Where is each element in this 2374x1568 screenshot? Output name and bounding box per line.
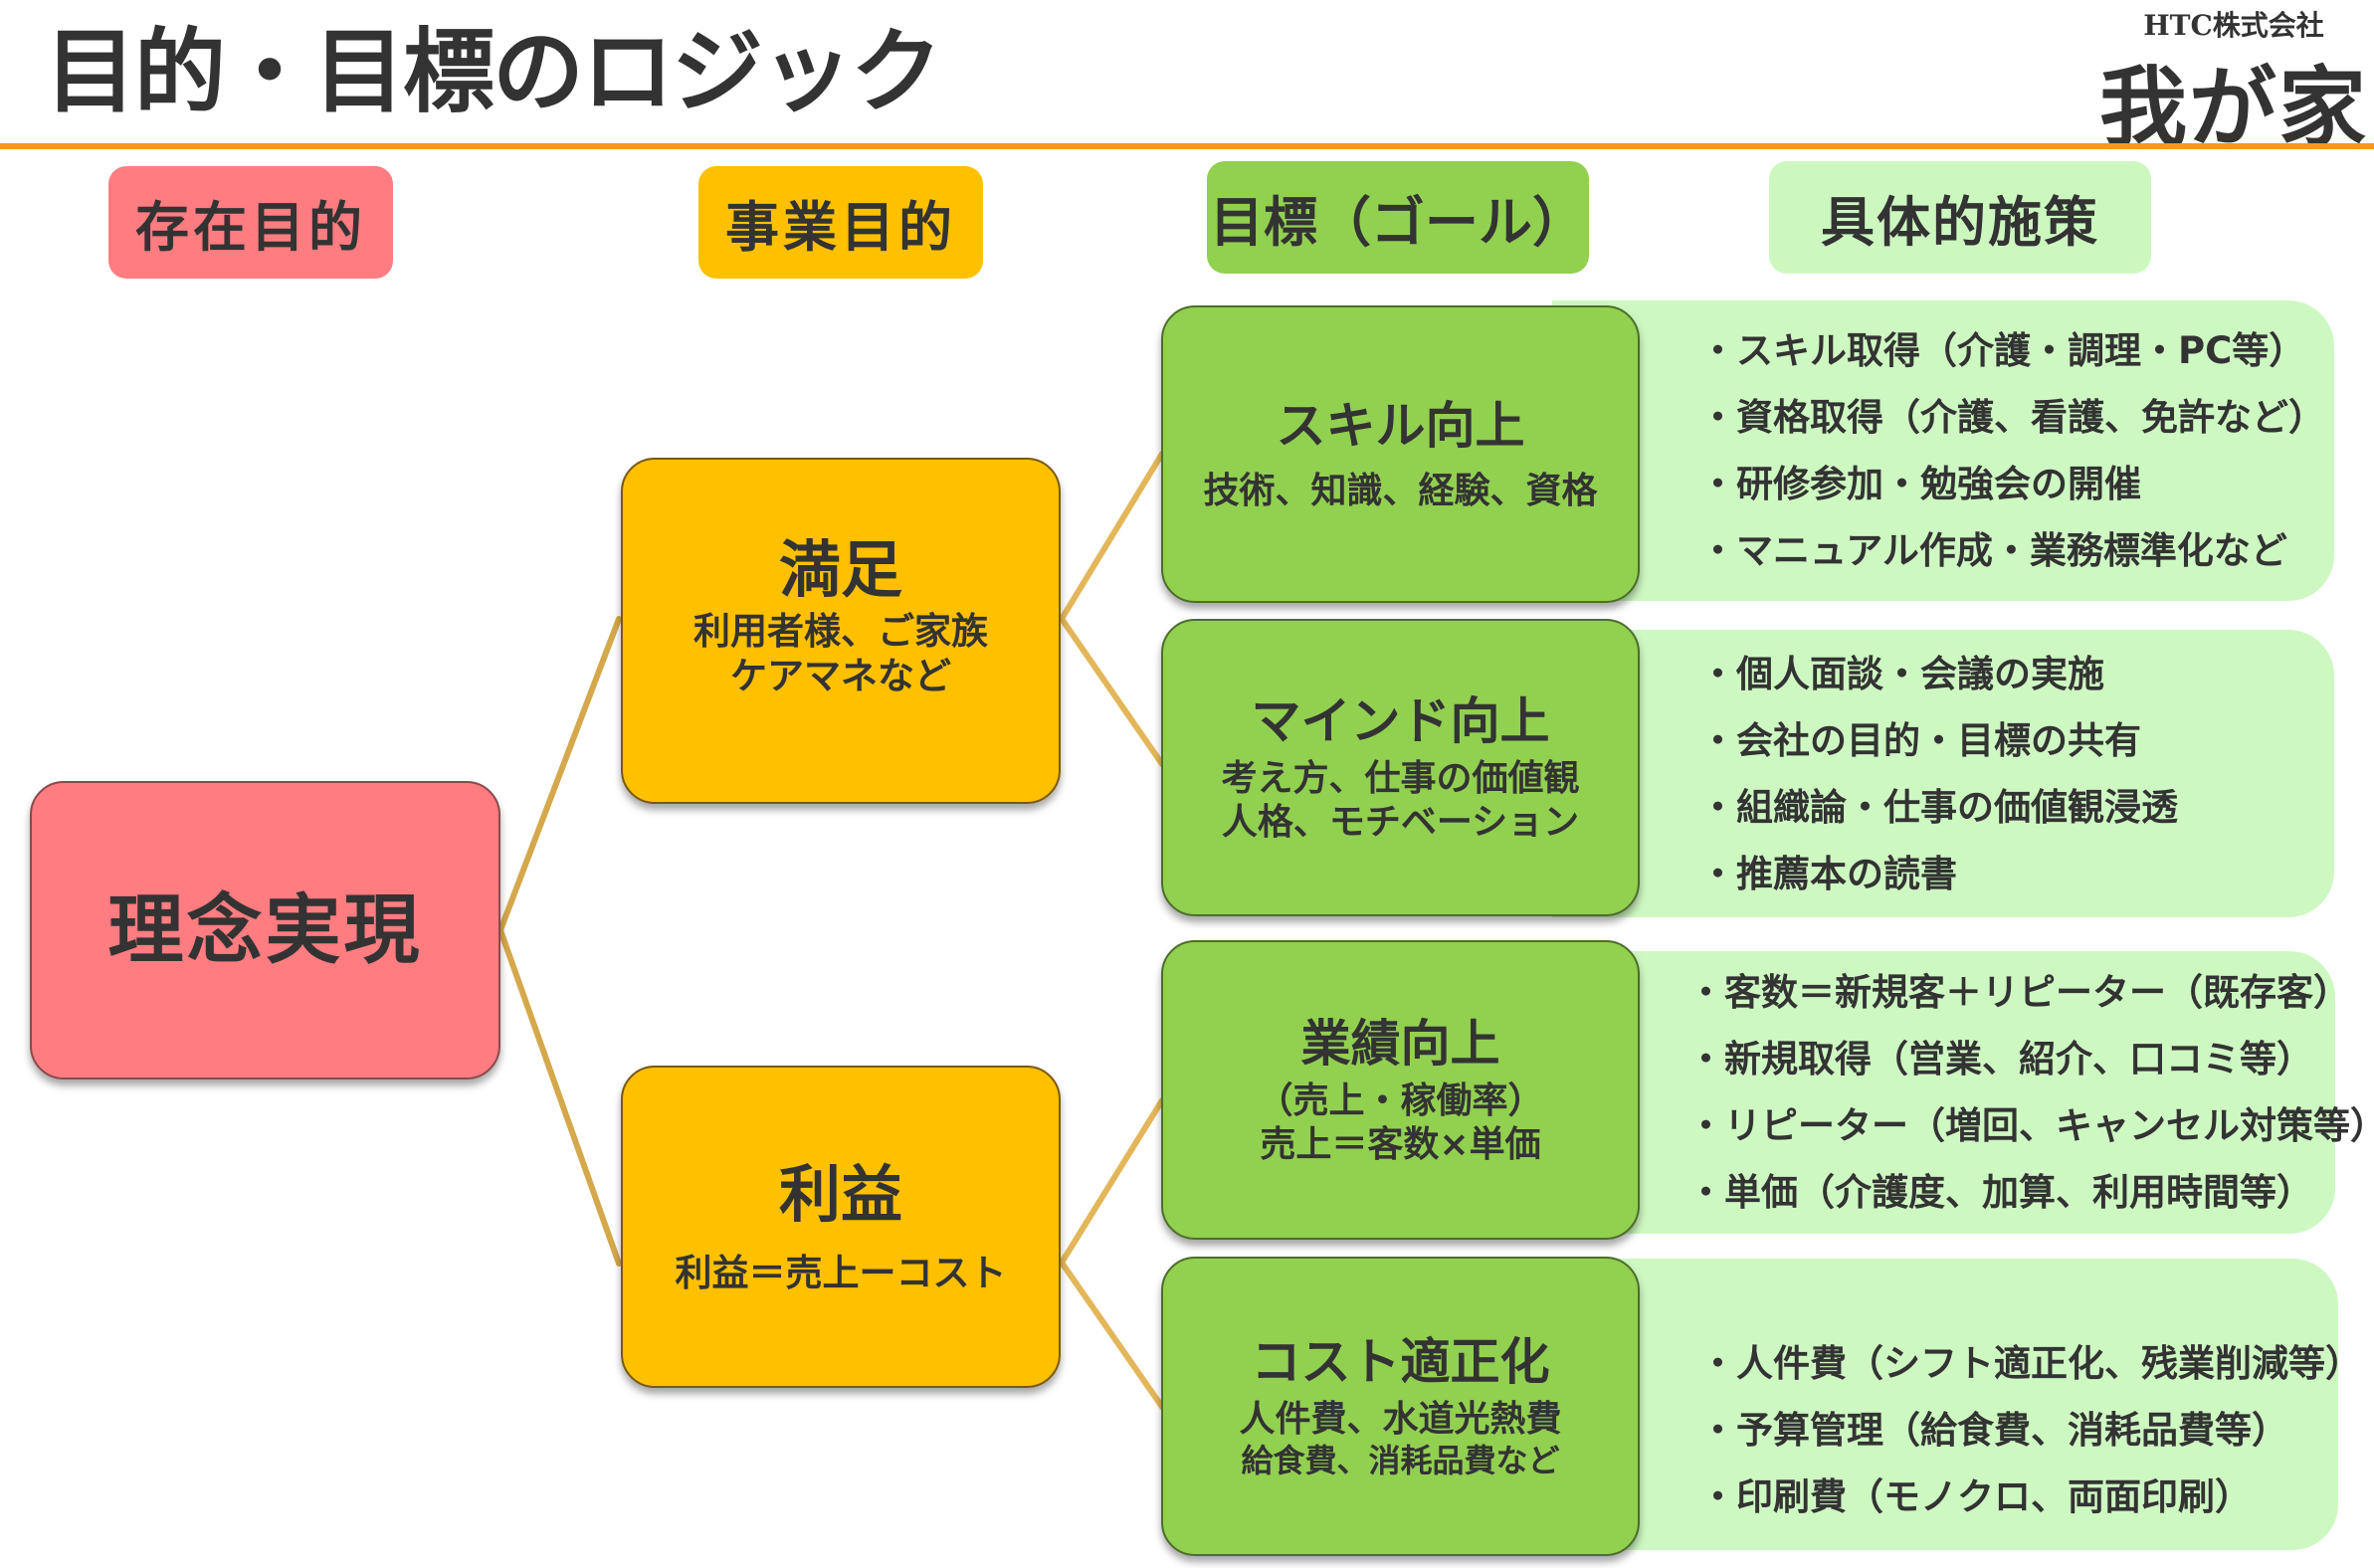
purpose-node-satisfaction: 満足 利用者様、ご家族 ケアマネなど <box>621 458 1061 804</box>
measures-list: ・スキル取得（介護・調理・PC等） ・資格取得（介護、看護、免許など） ・研修参… <box>1699 300 2325 601</box>
node-subtitle: 利益＝売上ーコスト <box>675 1251 1007 1294</box>
measures-list: ・個人面談・会議の実施 ・会社の目的・目標の共有 ・組織論・仕事の価値観浸透 ・… <box>1699 630 2178 917</box>
measure-item: ・研修参加・勉強会の開催 <box>1699 463 2141 505</box>
root-node-philosophy: 理念実現 <box>30 781 500 1079</box>
node-subtitle: 人件費、水道光熱費 <box>1239 1399 1562 1441</box>
measure-item: ・予算管理（給食費、消耗品費等） <box>1699 1409 2288 1452</box>
node-title: 満足 <box>778 532 902 606</box>
node-subtitle: 考え方、仕事の価値観 <box>1221 757 1580 799</box>
connector-root-to-purposes <box>497 616 622 1267</box>
measure-item: ・単価（介護度、加算、利用時間等） <box>1687 1171 2313 1214</box>
node-title: 理念実現 <box>107 885 423 975</box>
measures-panel-mind: ・個人面談・会議の実施 ・会社の目的・目標の共有 ・組織論・仕事の価値観浸透 ・… <box>1552 630 2334 917</box>
header-divider <box>0 143 2374 149</box>
measures-panel-performance: ・客数＝新規客＋リピーター（既存客） ・新規取得（営業、紹介、口コミ等） ・リピ… <box>1552 951 2374 1234</box>
measures-panel-cost: ・人件費（シフト適正化、残業削減等） ・予算管理（給食費、消耗品費等） ・印刷費… <box>1552 1259 2362 1550</box>
column-header-business-purpose: 事業目的 <box>698 166 983 279</box>
column-header-goal: 目標（ゴール） <box>1207 161 1589 274</box>
connector-profit-to-goals <box>1059 1097 1165 1410</box>
connector-satisfaction-to-goals <box>1059 451 1165 767</box>
measure-item: ・スキル取得（介護・調理・PC等） <box>1699 329 2306 372</box>
measure-item: ・資格取得（介護、看護、免許など） <box>1699 396 2325 439</box>
node-subtitle: 人格、モチベーション <box>1221 801 1580 843</box>
measure-item: ・推薦本の読書 <box>1699 852 1957 895</box>
column-header-measures: 具体的施策 <box>1769 161 2151 274</box>
measure-item: ・マニュアル作成・業務標準化など <box>1699 529 2287 572</box>
node-subtitle: （売上・稼働率） <box>1257 1079 1544 1121</box>
column-header-existence-purpose: 存在目的 <box>108 166 393 279</box>
node-subtitle: ケアマネなど <box>730 655 951 698</box>
goal-node-mind: マインド向上 考え方、仕事の価値観 人格、モチベーション <box>1161 619 1640 916</box>
logo-brand: 我が家 <box>2099 56 2369 159</box>
measures-list: ・人件費（シフト適正化、残業削減等） ・予算管理（給食費、消耗品費等） ・印刷費… <box>1699 1259 2362 1550</box>
node-subtitle: 利用者様、ご家族 <box>693 610 988 654</box>
goal-node-skill: スキル向上 技術、知識、経験、資格 <box>1161 305 1640 603</box>
measure-item: ・印刷費（モノクロ、両面印刷） <box>1699 1475 2252 1518</box>
node-title: 利益 <box>778 1158 902 1232</box>
logo-company-name: HTC株式会社 <box>2143 9 2324 42</box>
node-title: スキル向上 <box>1276 396 1525 455</box>
purpose-node-profit: 利益 利益＝売上ーコスト <box>621 1066 1061 1388</box>
node-subtitle: 技術、知識、経験、資格 <box>1203 470 1598 511</box>
measure-item: ・新規取得（営業、紹介、口コミ等） <box>1687 1038 2313 1080</box>
measure-item: ・会社の目的・目標の共有 <box>1699 718 2141 762</box>
measure-item: ・リピーター（増回、キャンセル対策等） <box>1687 1104 2374 1147</box>
goal-node-cost: コスト適正化 人件費、水道光熱費 給食費、消耗品費など <box>1161 1257 1640 1556</box>
measure-item: ・人件費（シフト適正化、残業削減等） <box>1699 1342 2362 1385</box>
measure-item: ・個人面談・会議の実施 <box>1699 652 2104 695</box>
measure-item: ・組織論・仕事の価値観浸透 <box>1699 785 2178 829</box>
measure-item: ・客数＝新規客＋リピーター（既存客） <box>1687 971 2350 1014</box>
node-title: マインド向上 <box>1251 691 1550 750</box>
page-title: 目的・目標のロジック <box>45 19 942 125</box>
node-title: 業績向上 <box>1300 1014 1500 1073</box>
node-subtitle: 売上＝客数×単価 <box>1260 1123 1541 1165</box>
goal-node-performance: 業績向上 （売上・稼働率） 売上＝客数×単価 <box>1161 940 1640 1240</box>
measures-panel-skill: ・スキル取得（介護・調理・PC等） ・資格取得（介護、看護、免許など） ・研修参… <box>1552 300 2334 601</box>
node-title: コスト適正化 <box>1251 1333 1550 1392</box>
node-subtitle: 給食費、消耗品費など <box>1241 1441 1560 1479</box>
measures-list: ・客数＝新規客＋リピーター（既存客） ・新規取得（営業、紹介、口コミ等） ・リピ… <box>1687 951 2374 1234</box>
